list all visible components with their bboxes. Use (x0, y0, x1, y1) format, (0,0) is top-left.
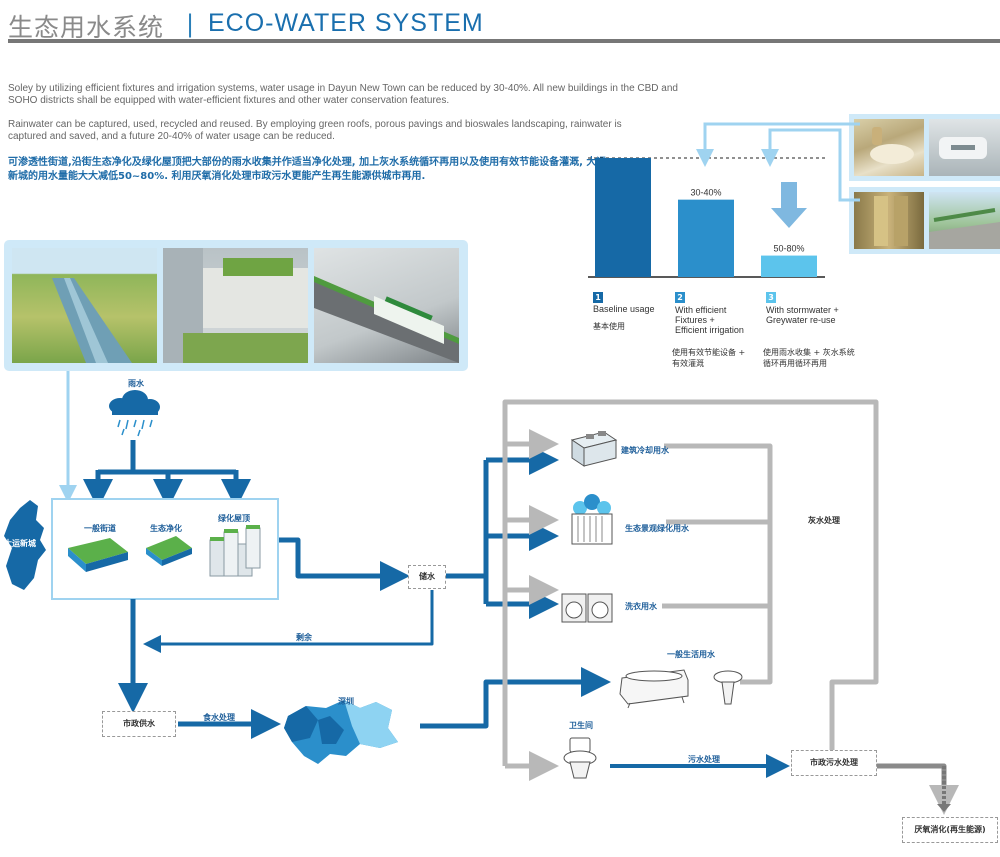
fixture-photo (929, 119, 1000, 176)
fixtures-photo-frame (849, 114, 1000, 181)
domestic-label: 一般生活用水 (667, 650, 715, 659)
street-label: 一般街道 (84, 524, 116, 533)
eco-purify-icon (146, 536, 192, 566)
sewage-treatment-label: 污水处理 (688, 755, 720, 764)
greywater-photo-frame (849, 187, 1000, 254)
legend-cn-3-line1: 使用雨水收集 + 灰水系统 (763, 348, 855, 357)
anaerobic-box: 厌氧消化(再生能源) (902, 817, 998, 843)
greywater-label: 灰水处理 (808, 516, 840, 525)
rain-label: 雨水 (128, 379, 144, 388)
water-usage-chart: 30-40% 50-80% (588, 157, 825, 278)
street-icon (68, 538, 128, 572)
eco-purify-label: 生态净化 (150, 524, 182, 533)
chart-bar-label-3: 50-80% (773, 244, 804, 254)
toilet-label: 卫生间 (569, 721, 593, 730)
reduction-arrow-icon (771, 182, 807, 228)
legend-en-1: Baseline usage (593, 304, 655, 314)
washing-machine-icon (561, 593, 613, 623)
dayun-label: 大运新城 (4, 539, 36, 548)
toilet-icon (563, 737, 597, 779)
dayun-map-icon (4, 500, 46, 590)
green-roof-label: 绿化屋顶 (218, 514, 250, 523)
intro-paragraph-1: Soley by utilizing efficient fixtures an… (8, 83, 678, 106)
legend-cn-1: 基本使用 (593, 322, 625, 331)
street-render-photo (314, 248, 459, 363)
landscape-planter-icon (571, 494, 613, 545)
legend-num-3: 3 (766, 292, 776, 303)
shenzhen-label: 深圳 (338, 697, 354, 706)
legend-num-1: 1 (593, 292, 603, 303)
rain-cloud-icon (109, 390, 160, 437)
storage-box: 储水 (408, 565, 446, 589)
sink-icon (713, 670, 743, 705)
legend-en-3-line1: With stormwater + (766, 305, 839, 315)
page-title-cn: 生态用水系统 (8, 13, 165, 42)
shenzhen-map-icon (284, 700, 398, 764)
legend-en-2-line3: Efficient irrigation (675, 325, 744, 335)
faucet-photo (854, 119, 924, 176)
greywater-connector (761, 128, 860, 202)
legend-en-3-line2: Greywater re-use (766, 315, 836, 325)
green-roof-buildings-icon (209, 525, 261, 577)
legend-num-2: 2 (675, 292, 685, 303)
surplus-label: 剩余 (296, 633, 312, 642)
chart-bar-label-2: 30-40% (690, 188, 721, 198)
green-roof-photo (163, 248, 308, 363)
bioswale-photo (12, 248, 157, 363)
intro-paragraph-2: Rainwater can be captured, used, recycle… (8, 119, 622, 142)
greenwall-photo (929, 192, 1000, 249)
page-title-en: ECO-WATER SYSTEM (208, 9, 484, 37)
fixtures-connector (696, 122, 860, 167)
legend-en-2-line2: Fixtures + (675, 315, 715, 325)
chart-bar-2 (678, 199, 734, 277)
municipal-sewage-box: 市政污水处理 (791, 750, 877, 776)
cooling-label: 建筑冷却用水 (621, 446, 669, 455)
legend-en-2-line1: With efficient (675, 305, 727, 315)
chart-bar-1 (595, 158, 651, 277)
municipal-supply-box: 市政供水 (102, 711, 176, 737)
laundry-label: 洗衣用水 (625, 602, 657, 611)
intro-paragraph-cn: 可渗透性街道,沿街生态净化及绿化屋顶把大部份的雨水收集并作适当净化处理, 加上灰… (8, 157, 607, 182)
legend-cn-2-line2: 有效灌溉 (672, 359, 704, 368)
cooling-tower-icon (570, 431, 618, 467)
legend-cn-2-line1: 使用有效节能设备 + (672, 348, 746, 357)
title-rule (8, 39, 1000, 43)
title-separator: | (186, 10, 195, 38)
legend-cn-3-line2: 循环再用循环再用 (763, 359, 827, 368)
landscape-label: 生态景观绿化用水 (625, 524, 689, 533)
tank-photo (854, 192, 924, 249)
bathtub-icon (619, 669, 689, 709)
water-treatment-label: 食水处理 (203, 713, 235, 722)
chart-bar-3 (761, 255, 817, 277)
